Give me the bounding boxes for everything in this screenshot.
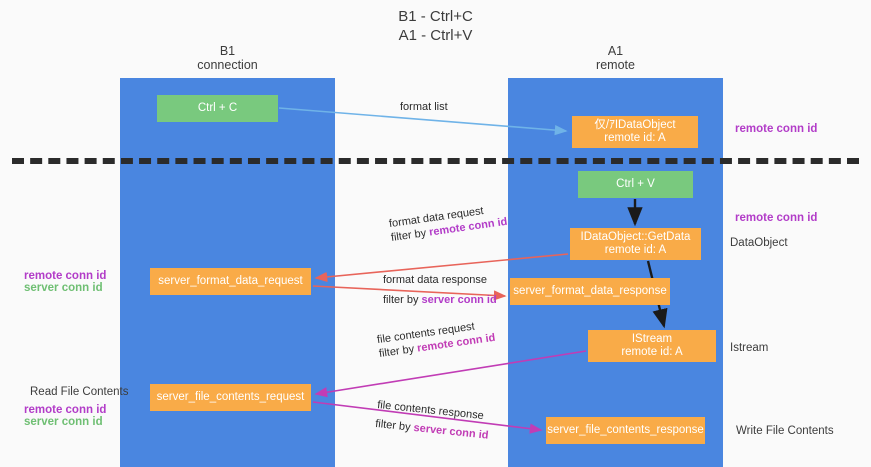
label-right-remote-conn-id-top: remote conn id xyxy=(735,123,818,135)
node-idataobject-getdata[interactable]: IDataObject::GetData remote id: A xyxy=(570,228,701,260)
edge-label-format-data-response-line1: format data response xyxy=(383,274,487,286)
label-right-istream: Istream xyxy=(730,342,769,354)
label-left-server-conn-id-mid: server conn id xyxy=(24,282,103,294)
diagram-title: B1 - Ctrl+C A1 - Ctrl+V xyxy=(398,8,473,44)
node-ctrl-c[interactable]: Ctrl + C xyxy=(157,95,278,122)
edge-label-format-data-response-line2: filter by server conn id xyxy=(383,294,497,306)
label-right-write-file-contents: Write File Contents xyxy=(736,425,834,437)
edge-label-format-data-request: format data request filter by remote con… xyxy=(388,201,508,245)
edge-label-file-contents-response: file contents response filter by server … xyxy=(375,398,492,443)
node-ctrl-v[interactable]: Ctrl + V xyxy=(578,171,693,198)
node-server-file-contents-request[interactable]: server_file_contents_request xyxy=(150,384,311,411)
column-header-b1: B1 connection xyxy=(197,44,258,72)
phase-divider xyxy=(12,158,859,164)
edge-label-format-data-response: format data response filter by server co… xyxy=(383,273,497,307)
label-right-dataobject: DataObject xyxy=(730,237,788,249)
edge-label-file-contents-request: file contents request filter by remote c… xyxy=(376,317,496,361)
label-right-remote-conn-id-mid: remote conn id xyxy=(735,212,818,224)
label-left-read-file-contents: Read File Contents xyxy=(30,386,129,398)
label-left-remote-conn-id-bottom: remote conn id xyxy=(24,404,107,416)
node-istream[interactable]: IStream remote id: A xyxy=(588,330,716,362)
edge-label-format-list: format list xyxy=(400,101,448,113)
node-idataobject[interactable]: 仅/ｱIDataObject remote id: A xyxy=(572,116,698,148)
column-header-a1: A1 remote xyxy=(596,44,635,72)
label-left-server-conn-id-bottom: server conn id xyxy=(24,416,103,428)
node-server-format-data-response[interactable]: server_format_data_response xyxy=(510,278,670,305)
label-left-remote-conn-id-mid: remote conn id xyxy=(24,270,107,282)
node-server-format-data-request[interactable]: server_format_data_request xyxy=(150,268,311,295)
node-server-file-contents-response[interactable]: server_file_contents_response xyxy=(546,417,705,444)
